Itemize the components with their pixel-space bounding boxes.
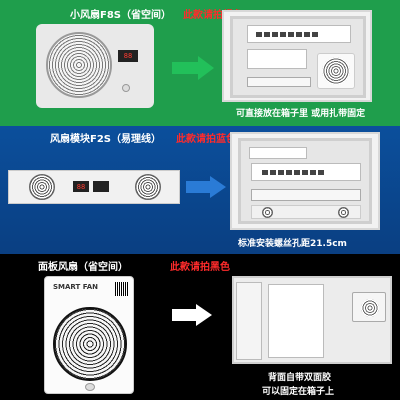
color-note: 此款请拍黑色 bbox=[170, 262, 230, 273]
temperature-display: 88 bbox=[118, 50, 138, 62]
cabinet bbox=[230, 16, 366, 98]
mini-fan-unit bbox=[317, 53, 355, 89]
section-f8s: 小风扇F8S（省空间） 此款请拍绿色 88 bbox=[0, 0, 400, 126]
power-strip bbox=[247, 77, 311, 87]
photo-caption-line1: 背面自带双面胶 bbox=[268, 373, 332, 383]
arrow-right-icon bbox=[172, 304, 212, 326]
color-note: 此款请拍绿色 bbox=[183, 10, 243, 21]
fan-grill-icon bbox=[322, 57, 350, 85]
section-f2s: 风扇模块F2S（易理线） 此款请拍蓝色 88 bbox=[0, 126, 400, 254]
qr-code-icon bbox=[115, 282, 129, 296]
section-panel-fan: 面板风扇（省空间） 此款请拍黑色 SMART FAN 背面自带双面胶 可以固定在… bbox=[0, 254, 400, 400]
photo-caption-line2: 可以固定在箱子上 bbox=[262, 387, 335, 397]
cabinet-door bbox=[236, 282, 262, 360]
temperature-display-2 bbox=[93, 181, 109, 192]
fan-grill-icon bbox=[29, 174, 55, 200]
network-switch bbox=[247, 25, 351, 43]
fan-grill-icon bbox=[46, 32, 112, 98]
section-title: 小风扇F8S（省空间） bbox=[70, 10, 171, 21]
installation-photo-panel-fan bbox=[232, 276, 392, 364]
fan-brand-label: SMART FAN bbox=[53, 283, 98, 291]
temperature-display: 88 bbox=[73, 181, 89, 192]
installation-photo-f2s bbox=[230, 132, 380, 230]
product-image-f8s: 88 bbox=[36, 24, 154, 108]
modem bbox=[247, 49, 307, 69]
product-image-panel-fan: SMART FAN bbox=[44, 276, 134, 394]
power-switch-icon bbox=[85, 383, 95, 391]
mounted-panel-fan bbox=[352, 292, 386, 322]
arrow-right-icon bbox=[172, 56, 214, 80]
arrow-right-icon bbox=[186, 176, 226, 198]
cabinet-interior bbox=[268, 284, 324, 358]
section-title: 风扇模块F2S（易理线） bbox=[50, 134, 161, 145]
installed-fan-module bbox=[251, 205, 361, 219]
modem bbox=[249, 147, 307, 159]
fan-grill-icon bbox=[53, 307, 127, 381]
network-switch bbox=[251, 163, 361, 181]
section-title: 面板风扇（省空间） bbox=[38, 262, 128, 273]
power-strip bbox=[251, 189, 361, 201]
photo-caption: 标准安装螺丝孔距21.5cm bbox=[238, 239, 347, 249]
power-switch-icon bbox=[122, 84, 130, 92]
color-note: 此款请拍蓝色 bbox=[176, 134, 236, 145]
photo-caption: 可直接放在箱子里 或用扎带固定 bbox=[236, 109, 366, 119]
product-image-f2s: 88 bbox=[8, 170, 180, 204]
cabinet bbox=[238, 138, 372, 224]
fan-grill-icon bbox=[361, 299, 379, 317]
installation-photo-f8s bbox=[222, 10, 372, 102]
fan-grill-icon bbox=[135, 174, 161, 200]
